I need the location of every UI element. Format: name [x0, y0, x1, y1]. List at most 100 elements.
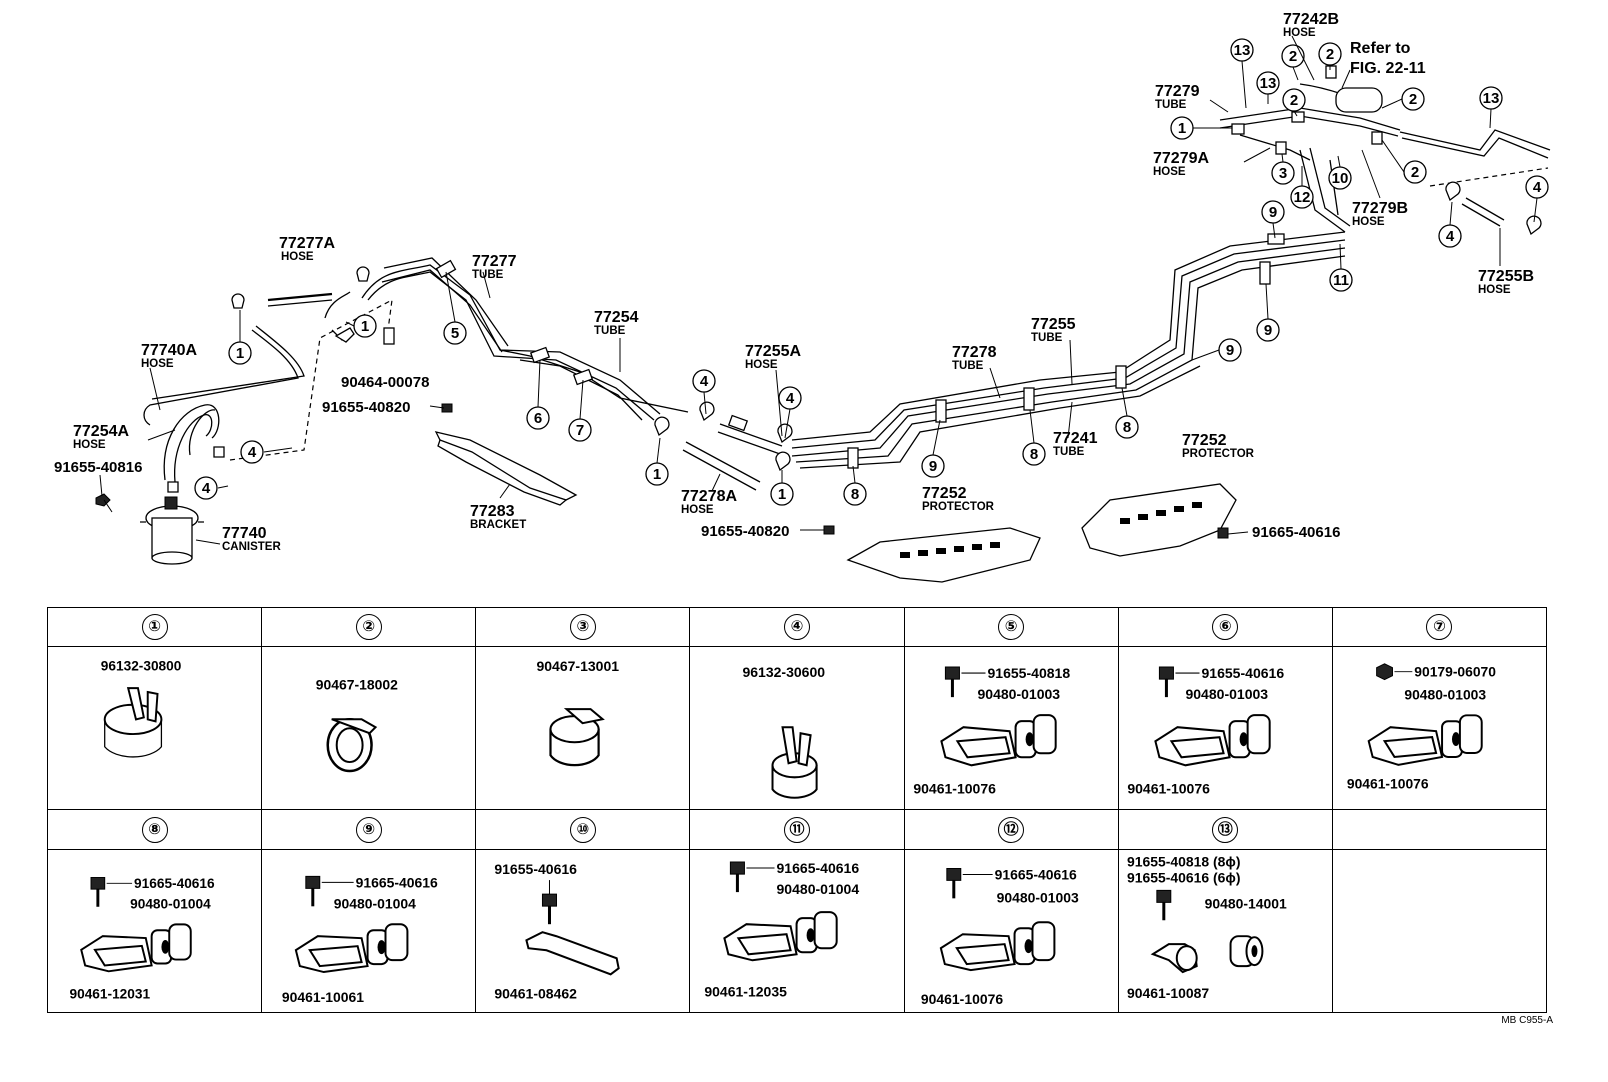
clamp-icon [1023, 387, 1035, 411]
callout: 5 [443, 321, 467, 345]
tube-clamp-assembly-icon [1367, 714, 1483, 766]
svg-text:4: 4 [786, 390, 795, 407]
legend-callout-number: ⑥ [1212, 614, 1239, 641]
label-91665-40616: 91665-40616 [1252, 524, 1340, 541]
clamp-icon [777, 423, 793, 444]
clamp-icon [572, 368, 594, 386]
middle-hoses [654, 401, 835, 535]
legend-callout-number: ⑪ [783, 816, 810, 843]
svg-text:1: 1 [361, 318, 369, 335]
fitting-icon [727, 414, 749, 432]
svg-text:7: 7 [576, 422, 584, 439]
legend-header-cell: ② [261, 606, 477, 648]
label-77283-number: 77283 [470, 503, 515, 520]
label-77252-right-desc: PROTECTOR [1182, 448, 1255, 460]
callout: 1 [228, 341, 252, 365]
svg-text:12: 12 [1294, 189, 1311, 206]
part-number: 90467-13001 [537, 658, 620, 674]
legend-cell: 90467-13001 [475, 646, 691, 811]
svg-text:5: 5 [451, 325, 459, 342]
clamp-icon [1291, 111, 1305, 123]
bolt-icon [944, 666, 960, 698]
clamp-icon [529, 346, 551, 364]
svg-text:8: 8 [1123, 419, 1131, 436]
legend-callout-number: ⑦ [1426, 614, 1453, 641]
bolt-icon [95, 493, 111, 507]
cushion-part-number: 90480-01003 [977, 686, 1060, 702]
svg-text:2: 2 [1289, 48, 1297, 65]
label-77277a-number: 77277A [279, 235, 335, 252]
svg-text:1: 1 [653, 466, 661, 483]
bolt-icon [305, 875, 321, 906]
callout: 11 [1329, 268, 1353, 292]
bolt-part-number-6: 91655-40616 (6ϕ) [1127, 869, 1241, 885]
legend-header-cell: ⑥ [1117, 606, 1333, 648]
label-91655-40816: 91655-40816 [54, 459, 142, 476]
label-77241-number: 77241 [1053, 430, 1098, 447]
grommet-part-number: 90480-14001 [1204, 895, 1286, 911]
tube-run-left [361, 257, 689, 421]
label-77255a-desc: HOSE [745, 359, 778, 371]
callout: 3 [1271, 161, 1295, 185]
callout: 4 [240, 440, 264, 464]
bolt-part-number: 91665-40616 [356, 874, 438, 890]
callout: 2 [1282, 88, 1306, 112]
legend-header-cell: ⑪ [689, 809, 905, 850]
callout: 2 [1318, 42, 1342, 66]
svg-text:4: 4 [700, 373, 709, 390]
svg-text:4: 4 [202, 480, 211, 497]
callout: 4 [1438, 224, 1462, 248]
band-clamp-icon [549, 708, 606, 767]
bolt-part-number: 91655-40818 [987, 665, 1070, 681]
tube-clamp-assembly-icon [939, 714, 1057, 767]
label-77254a-desc: HOSE [73, 439, 106, 451]
tube-clamp-assembly-icon [80, 922, 192, 972]
band-clamp-icon [326, 718, 378, 773]
svg-text:13: 13 [1483, 90, 1500, 107]
clamp-icon [231, 293, 245, 309]
canister-77740-shape [140, 496, 204, 565]
svg-text:8: 8 [1030, 446, 1038, 463]
bolt-part-number: 91665-40616 [994, 866, 1076, 882]
label-91655-40820-left: 91655-40820 [322, 399, 410, 416]
legend-header-cell: ④ [689, 606, 905, 648]
svg-text:1: 1 [236, 345, 244, 362]
svg-text:1: 1 [778, 486, 786, 503]
label-77242b-number: 77242B [1283, 11, 1339, 28]
callout: 13 [1230, 38, 1254, 62]
canister-hoses-group [95, 266, 453, 565]
legend-header-cell-empty [1331, 809, 1548, 850]
callout: 8 [843, 482, 867, 506]
svg-text:10: 10 [1332, 170, 1349, 187]
legend-header-cell: ⑧ [46, 809, 263, 850]
callout: 1 [1170, 116, 1194, 140]
clip-icon [383, 327, 395, 345]
clamp-icon [435, 259, 457, 279]
legend-header-cell: ⑦ [1331, 606, 1548, 648]
bolt-part-number: 91655-40616 [495, 861, 578, 877]
label-77279a-number: 77279A [1153, 150, 1209, 167]
callout: 4 [692, 369, 716, 393]
clamp-part-number: 90461-10076 [920, 990, 1002, 1006]
filter-area [1219, 65, 1551, 236]
legend-cell: 96132-30600 [689, 646, 905, 811]
legend-cell: 91665-40616 90480-01003 90461-10076 [903, 848, 1119, 1014]
legend-cell: 91655-40818 (8ϕ) 91655-40616 (6ϕ) 90480-… [1117, 848, 1333, 1014]
clamp-icon [847, 447, 859, 469]
callout: 2 [1401, 87, 1425, 111]
bolt-icon [945, 867, 961, 898]
legend-callout-number: ⑨ [355, 816, 382, 843]
legend-callout-number: ⑫ [998, 816, 1025, 843]
label-77279a-desc: HOSE [1153, 166, 1186, 178]
clamp-icon [1325, 65, 1337, 79]
callout: 4 [1525, 175, 1549, 199]
single-clamp-icon [1150, 942, 1198, 973]
legend-header-row: ① ② ③ ④ ⑤ ⑥ ⑦ [46, 606, 1548, 648]
svg-text:13: 13 [1234, 42, 1251, 59]
hose-77740a-shape [143, 329, 299, 426]
svg-text:9: 9 [1264, 322, 1272, 339]
bracket-77283-shape [434, 431, 578, 506]
label-77242b-desc: HOSE [1283, 27, 1316, 39]
bolt-icon [542, 893, 558, 924]
bolt-part-number-8: 91655-40818 (8ϕ) [1127, 853, 1241, 869]
